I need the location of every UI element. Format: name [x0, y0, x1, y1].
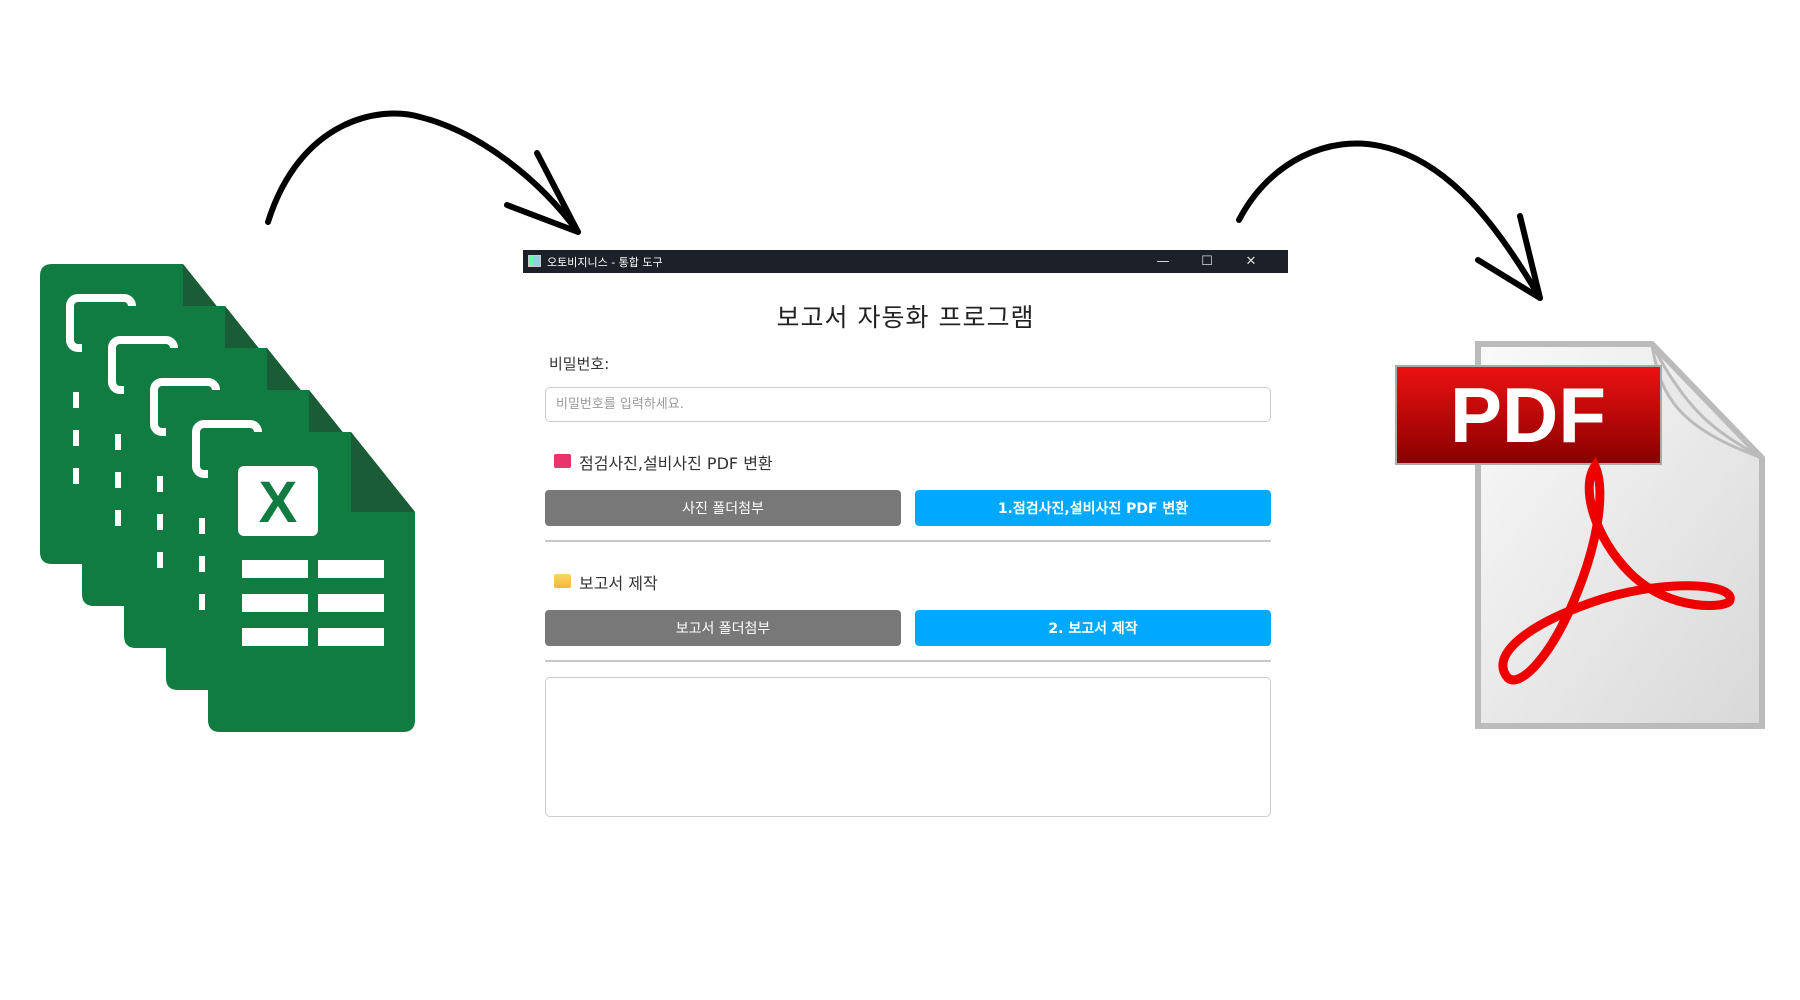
- app-icon: [528, 255, 541, 267]
- section-report-title: 보고서 제작: [579, 574, 658, 593]
- maximize-button[interactable]: ☐: [1201, 254, 1213, 269]
- app-window: 오토비지니스 - 통합 도구 — ☐ ✕ 보고서 자동화 프로그램 비밀번호: …: [523, 250, 1288, 830]
- divider: [545, 660, 1271, 662]
- pdf-label: PDF: [1450, 371, 1606, 459]
- excel-file-icon: X: [208, 432, 415, 732]
- make-report-button[interactable]: 2. 보고서 제작: [915, 610, 1271, 646]
- convert-pdf-button[interactable]: 1.점검사진,설비사진 PDF 변환: [915, 490, 1271, 526]
- page-title: 보고서 자동화 프로그램: [776, 303, 1035, 332]
- attach-photo-folder-button[interactable]: 사진 폴더첨부: [545, 490, 901, 526]
- pdf-file-icon: PDF: [1395, 341, 1765, 729]
- excel-files-icon: X: [40, 264, 415, 732]
- section-pdf-title: 점검사진,설비사진 PDF 변환: [579, 454, 773, 473]
- close-button[interactable]: ✕: [1245, 254, 1257, 269]
- title-bar[interactable]: 오토비지니스 - 통합 도구 — ☐ ✕: [523, 250, 1288, 273]
- briefcase-icon: [554, 454, 571, 468]
- password-label: 비밀번호:: [549, 355, 610, 373]
- window-title: 오토비지니스 - 통합 도구: [547, 256, 663, 269]
- attach-report-folder-button[interactable]: 보고서 폴더첨부: [545, 610, 901, 646]
- log-output[interactable]: [545, 677, 1271, 817]
- minimize-button[interactable]: —: [1156, 254, 1170, 269]
- svg-text:X: X: [259, 470, 298, 535]
- folder-icon: [554, 574, 571, 588]
- password-input[interactable]: [545, 387, 1271, 422]
- divider: [545, 540, 1271, 542]
